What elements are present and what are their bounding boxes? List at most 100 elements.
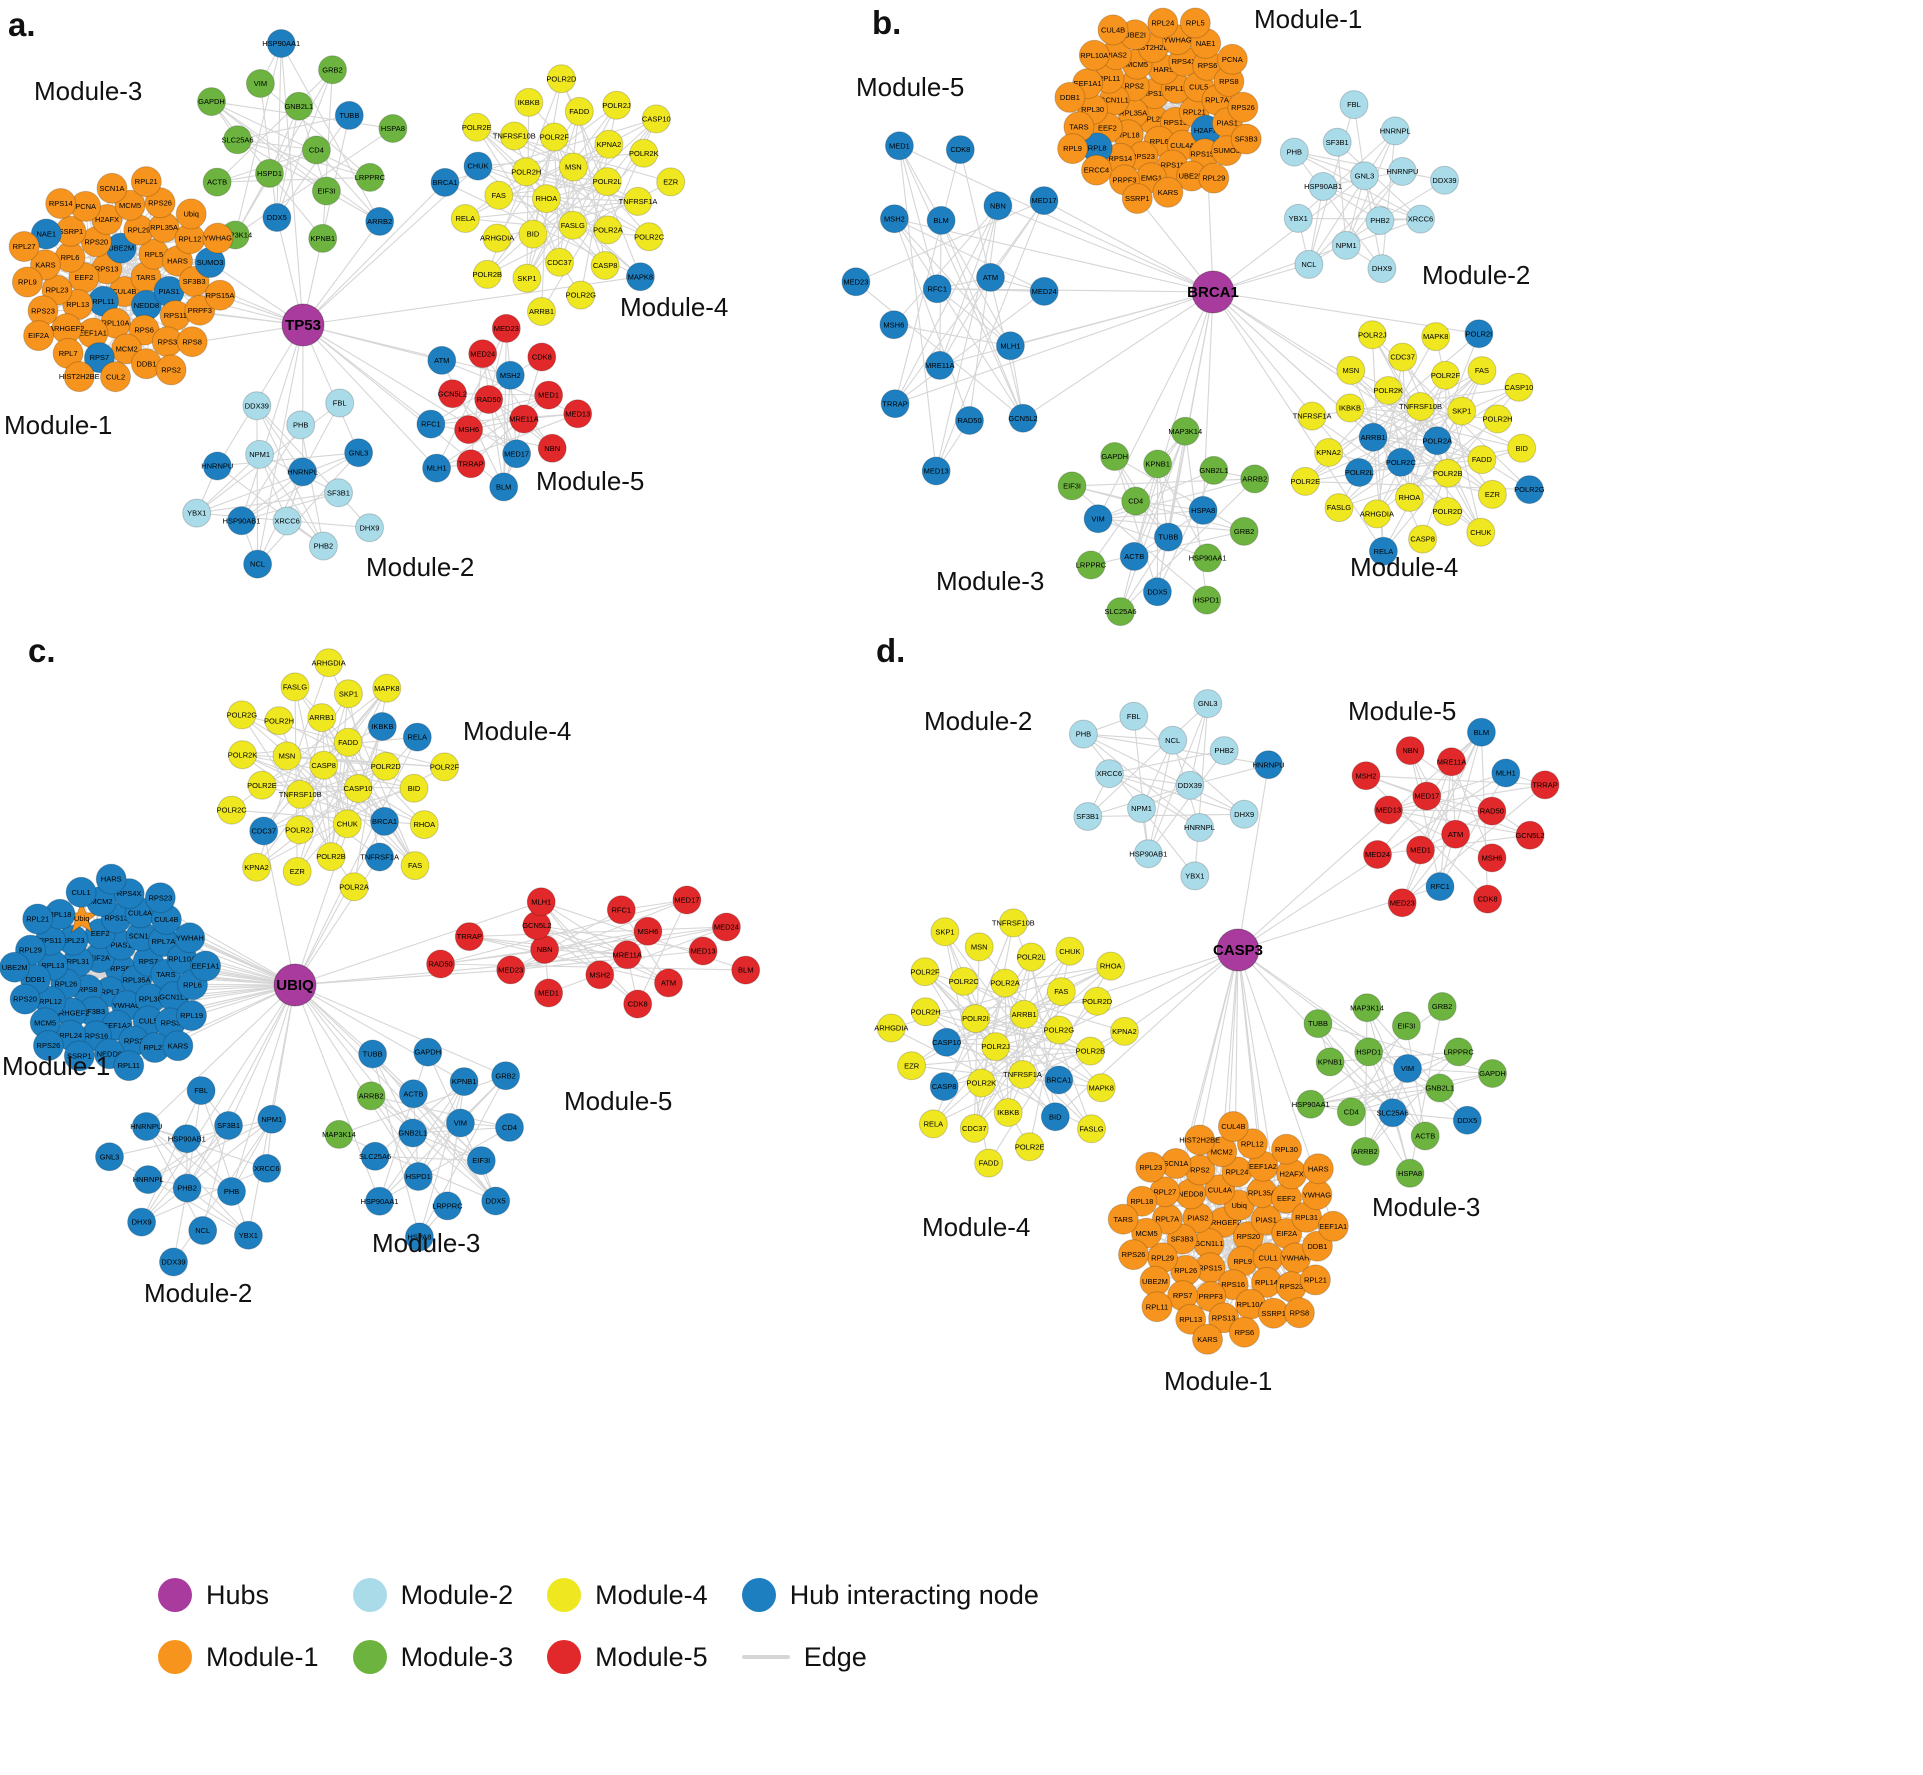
gene-node	[365, 1186, 394, 1216]
gene-label: KPNB1	[1318, 1057, 1343, 1066]
gene-node	[731, 955, 761, 985]
gene-label: HSPD1	[406, 1172, 431, 1181]
gene-node	[1322, 127, 1352, 157]
gene-node	[930, 917, 960, 947]
gene-label: TNFRSF1A	[1293, 412, 1332, 421]
gene-node	[1441, 819, 1471, 849]
gene-label: MSH2	[589, 970, 610, 979]
gene-label: SKP1	[1452, 407, 1471, 416]
gene-label: LRPPRC	[1443, 1048, 1474, 1057]
gene-label: RPS11	[1161, 161, 1184, 170]
panel-letter: d.	[876, 632, 905, 669]
gene-node	[1086, 1073, 1116, 1103]
gene-label: MCM5	[1136, 1229, 1158, 1238]
hub-node	[1216, 928, 1260, 972]
edge	[898, 145, 938, 289]
gene-node	[1170, 416, 1200, 446]
gene-label: RPL14	[1255, 1278, 1278, 1287]
gene-label: EZR	[663, 177, 679, 186]
gene-label: MED1	[538, 989, 559, 998]
gene-node	[449, 1067, 479, 1097]
hub-edge	[1212, 175, 1365, 293]
gene-label: RPL12	[1165, 84, 1188, 93]
gene-node	[95, 1142, 124, 1172]
gene-label: ACTB	[207, 178, 227, 187]
gene-label: RPL10A	[1237, 1300, 1265, 1309]
gene-node	[1127, 794, 1156, 823]
gene-label: HSPD1	[1194, 596, 1219, 605]
hub-edge	[145, 984, 296, 1127]
gene-node	[204, 279, 236, 311]
gene-node	[11, 266, 43, 298]
gene-label: EIF3I	[472, 1156, 490, 1165]
edge	[1304, 390, 1389, 482]
gene-label: CD4	[502, 1123, 517, 1132]
gene-label: MAP3K14	[322, 1130, 356, 1139]
gene-label: PCNA	[1222, 55, 1243, 64]
gene-label: FADD	[1472, 455, 1493, 464]
edge	[470, 353, 484, 464]
gene-node	[688, 936, 718, 966]
gene-label: RPL21	[1304, 1276, 1327, 1285]
gene-label: ACTB	[1124, 552, 1144, 561]
gene-node	[1040, 1102, 1070, 1132]
gene-label: DDX39	[1178, 781, 1202, 790]
edge	[894, 290, 1045, 405]
gene-label: POLR2E	[247, 781, 277, 790]
gene-label: KARS	[168, 1041, 188, 1050]
gene-label: POLR2C	[1386, 458, 1417, 467]
gene-node	[918, 1109, 948, 1139]
edge	[370, 1095, 448, 1207]
gene-label: RPL30	[1081, 105, 1104, 114]
gene-node	[454, 922, 484, 952]
gene-label: MSN	[971, 943, 988, 952]
edge	[553, 136, 574, 226]
gene-node	[1076, 550, 1106, 580]
gene-label: DDX5	[267, 213, 287, 222]
gene-label: RPL35A	[1248, 1188, 1276, 1197]
hub-edge	[271, 984, 296, 1120]
gene-label: MED23	[843, 277, 868, 286]
gene-label: PIAS1	[1217, 118, 1238, 127]
gene-node	[974, 1148, 1004, 1178]
gene-node	[1504, 372, 1534, 402]
gene-label: EEF2	[1277, 1194, 1296, 1203]
gene-node	[202, 451, 232, 481]
edge	[1368, 1051, 1426, 1137]
gene-label: NAE1	[36, 230, 56, 239]
gene-label: TNFRSF10B	[279, 790, 322, 799]
gene-node	[921, 456, 951, 486]
gene-label: EEF2	[75, 273, 94, 282]
gene-label: MED24	[1032, 287, 1057, 296]
edge	[372, 1053, 497, 1202]
gene-node	[590, 251, 620, 280]
gene-label: POLR2D	[1433, 507, 1464, 516]
edge	[1120, 536, 1169, 612]
gene-node	[1387, 157, 1417, 186]
edge	[372, 1053, 414, 1134]
gene-label: MRE11A	[612, 950, 641, 959]
edge	[1364, 1051, 1459, 1152]
gene-node	[95, 863, 127, 895]
edge	[1119, 431, 1186, 612]
edge	[1097, 518, 1208, 559]
hub-edge	[899, 145, 1214, 293]
gene-node	[242, 852, 272, 882]
gene-label: MAP3K14	[218, 231, 252, 240]
gene-label: RPL29	[1151, 1253, 1174, 1262]
gene-label: UBE2M	[108, 244, 134, 253]
gene-label: TARS	[156, 970, 175, 979]
gene-label: RPL21	[1183, 107, 1206, 116]
gene-label: POLR2H	[264, 716, 294, 725]
gene-label: NCL	[1165, 736, 1180, 745]
gene-label: ATM	[434, 356, 449, 365]
gene-node	[190, 950, 222, 982]
edge	[1439, 761, 1453, 887]
gene-label: POLR2F	[430, 762, 460, 771]
edge	[141, 1090, 202, 1223]
gene-label: RPL12	[178, 234, 201, 243]
gene-label: POLR2F	[1431, 371, 1461, 380]
gene-label: PHB2	[1370, 216, 1390, 225]
gene-label: KPNB1	[452, 1077, 477, 1086]
gene-node	[1308, 172, 1338, 201]
